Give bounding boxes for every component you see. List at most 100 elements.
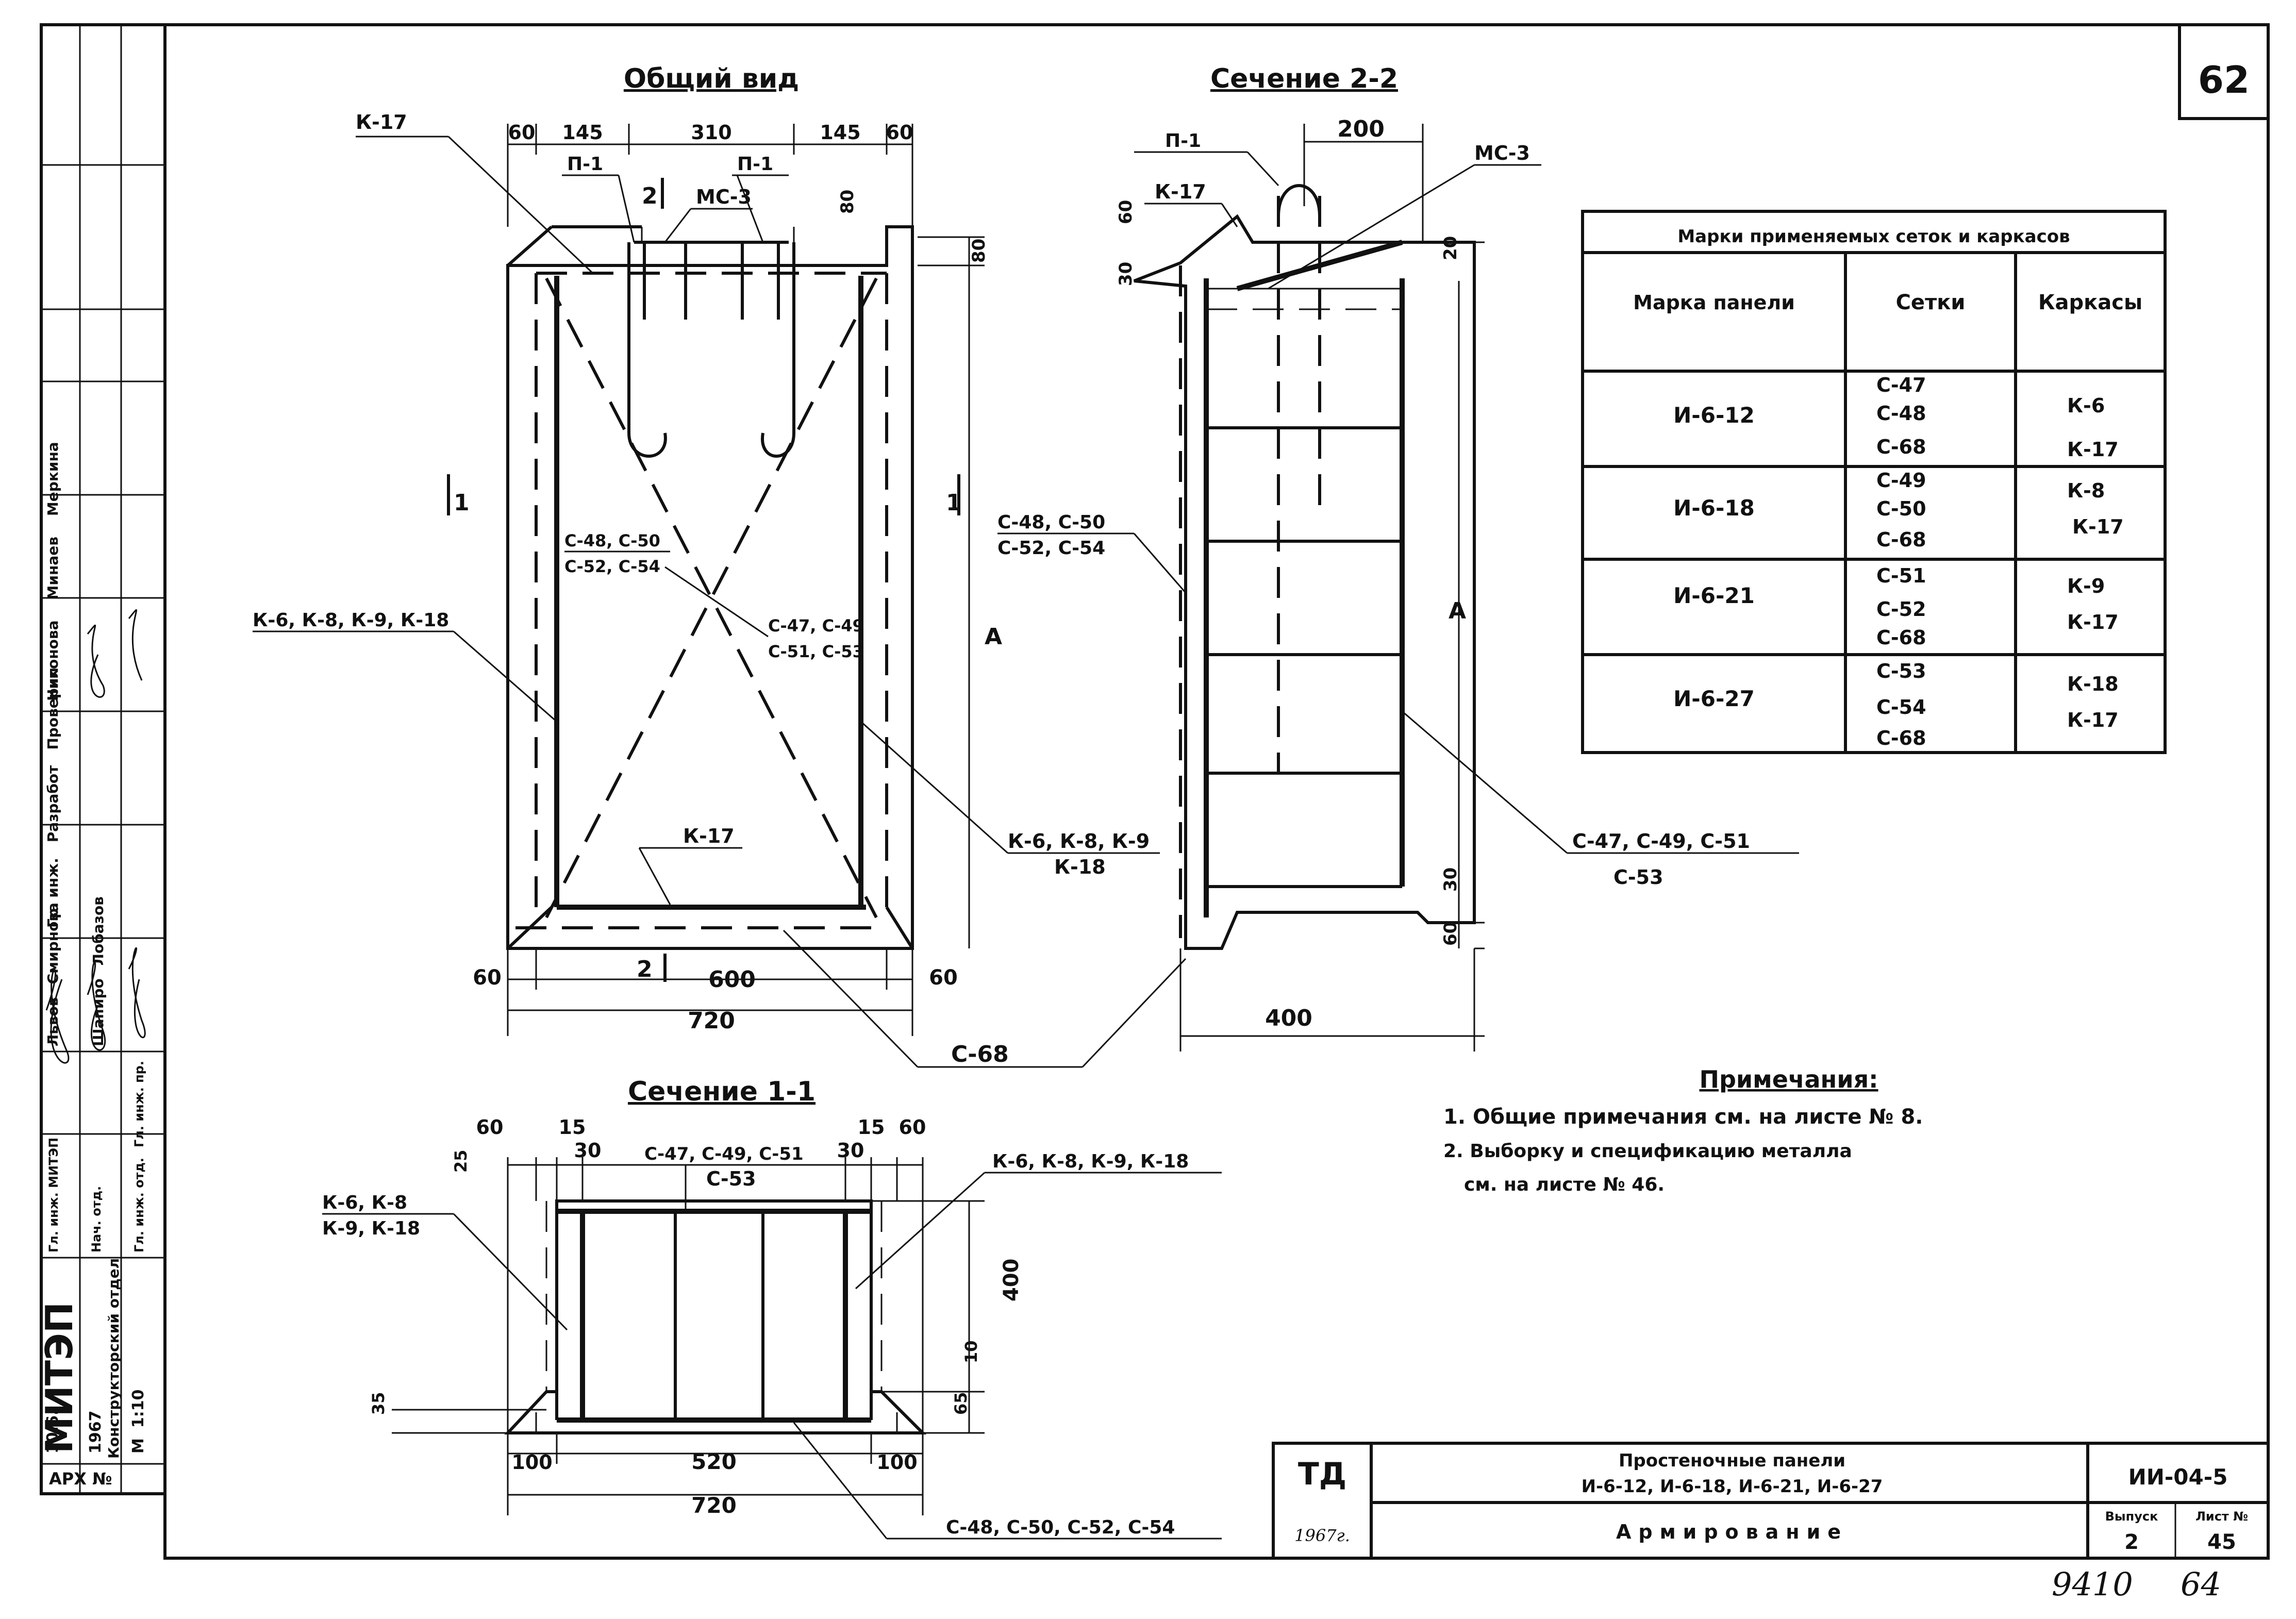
section-1-1-title: Сечение 1-1 — [628, 1076, 816, 1107]
signature — [128, 947, 146, 1039]
table-row-mesh: С-49 — [1876, 469, 1926, 492]
side-stamp: НиконоваМинаевМеркина Гр. инж.РазработПр… — [38, 23, 167, 1495]
label-frames-left: К-6, К-8, К-9, К-18 — [253, 610, 449, 631]
title-org: ТД — [1298, 1456, 1346, 1492]
table-row-frame: К-18 — [2067, 673, 2119, 695]
label-mesh-inner-1: С-48, С-50 — [564, 531, 660, 550]
handwritten-number-1: 9410 — [2052, 1565, 2133, 1603]
signature — [45, 969, 70, 1064]
label-mesh-right-2: С-53 — [1613, 866, 1663, 889]
table-row-mesh: С-51 — [1876, 564, 1926, 587]
section-2-2-title: Сечение 2-2 — [1210, 63, 1398, 94]
dim-s11-top-60b: 60 — [899, 1116, 926, 1139]
section-1-1: Сечение 1-1 60 15 30 30 15 60 25 35 С-47… — [322, 1076, 1222, 1540]
table-row-mesh: С-50 — [1876, 497, 1926, 520]
dim-bottom-60b: 60 — [929, 966, 958, 990]
table-row-frame: К-17 — [2072, 515, 2124, 538]
dim-s11-10: 10 — [961, 1340, 981, 1363]
dim-s11-top-15b: 15 — [858, 1116, 885, 1139]
table-row-mesh: С-52 — [1876, 598, 1926, 621]
stamp-roles: Гл. инж. МИТЭП — [46, 1138, 61, 1253]
dim-s11-top-15a: 15 — [559, 1116, 586, 1139]
dim-bottom-600: 600 — [708, 966, 756, 993]
label-frames-right-1: К-6, К-8, К-9 — [1008, 830, 1150, 853]
notes: Примечания: 1. Общие примечания см. на л… — [1443, 1065, 1923, 1195]
stamp-dept: Конструкторский отдел — [105, 1258, 122, 1459]
dim-s11-top-30b: 30 — [837, 1139, 864, 1162]
table-row-frame: К-17 — [2067, 611, 2119, 633]
dim-A: А — [985, 624, 1002, 650]
label-k17-bottom: К-17 — [683, 825, 735, 847]
label-s11-frames-left-1: К-6, К-8 — [322, 1192, 407, 1213]
dim-60b-s22: 60 — [1440, 922, 1461, 946]
dim-s11-top-60a: 60 — [476, 1116, 504, 1139]
marks-table: Марки применяемых сеток и каркасов Марка… — [1581, 210, 2167, 754]
title-issue-label: Выпуск — [2105, 1509, 2158, 1524]
dim-top-145b: 145 — [820, 121, 860, 144]
stamp-date-year: 1967 — [87, 1411, 105, 1454]
label-mc3: МС-3 — [696, 186, 752, 208]
stamp-date: 10.6. — [44, 1410, 62, 1454]
table-row-mesh: С-68 — [1876, 727, 1926, 749]
section-mark-2-bottom: 2 — [637, 956, 653, 982]
dim-s11-top-30a: 30 — [574, 1139, 602, 1162]
table-row-mark: И-6-18 — [1673, 495, 1755, 521]
title-line2: И-6-12, И-6-18, И-6-21, И-6-27 — [1582, 1476, 1883, 1497]
note-item-3: см. на листе № 46. — [1464, 1174, 1665, 1195]
table-row-frame: К-9 — [2067, 575, 2105, 597]
stamp-arch-no: АРХ № — [49, 1469, 112, 1489]
table-row-mesh: С-53 — [1876, 660, 1926, 682]
label-p1-right: П-1 — [737, 154, 773, 175]
dim-30b-s22: 30 — [1440, 867, 1461, 892]
dim-top-310: 310 — [691, 121, 731, 144]
sheet-number-box — [2178, 23, 2270, 120]
label-s11-frames-left-2: К-9, К-18 — [322, 1218, 420, 1239]
label-s11-mesh-top-1: С-47, С-49, С-51 — [644, 1144, 804, 1164]
title-sheet-label: Лист № — [2195, 1509, 2248, 1524]
note-item-1: 1. Общие примечания см. на листе № 8. — [1443, 1105, 1923, 1129]
label-k17-s22: К-17 — [1155, 180, 1206, 203]
table-row-mesh: С-47 — [1876, 374, 1926, 396]
sheet-number: 62 — [2198, 58, 2250, 102]
label-frames-right-2: К-18 — [1054, 856, 1106, 878]
dim-s11-bottom-100b: 100 — [876, 1451, 917, 1474]
table-row-mark: И-6-27 — [1673, 686, 1755, 711]
table-row-frame: К-8 — [2067, 479, 2105, 502]
dim-s11-25: 25 — [451, 1149, 471, 1173]
stamp-names-col3: НиконоваМинаевМеркина — [44, 442, 61, 701]
title-code: ИИ-04-5 — [2128, 1464, 2228, 1490]
label-c68: С-68 — [951, 1041, 1009, 1067]
dim-80b: 80 — [969, 239, 989, 263]
note-item-2: 2. Выборку и спецификацию металла — [1443, 1141, 1852, 1162]
label-mesh-left-1: С-48, С-50 — [997, 512, 1105, 533]
table-row-frame: К-17 — [2067, 438, 2119, 461]
section-1-1-outline — [504, 1199, 927, 1434]
stamp-org: МИТЭП — [38, 1302, 81, 1454]
table-header-mark: Марка панели — [1633, 291, 1795, 314]
dim-s11-65: 65 — [951, 1392, 971, 1415]
title-line1: Простеночные панели — [1619, 1450, 1845, 1471]
label-mesh-left-2: С-52, С-54 — [997, 538, 1105, 559]
dim-200: 200 — [1337, 116, 1385, 142]
dim-s11-total-720: 720 — [691, 1493, 737, 1518]
dim-s11-35: 35 — [369, 1392, 388, 1415]
title-year: 1967г. — [1294, 1526, 1350, 1545]
dim-s11-400: 400 — [1000, 1259, 1023, 1302]
table-header-frames: Каркасы — [2038, 291, 2142, 314]
table-row-frame: К-6 — [2067, 394, 2105, 417]
section-2-2-outline — [1133, 214, 1476, 950]
label-p1: П-1 — [1165, 130, 1201, 152]
dim-400-s22: 400 — [1265, 1005, 1312, 1031]
label-p1-left: П-1 — [567, 154, 603, 175]
title-block: ТД 1967г. Простеночные панели И-6-12, И-… — [1272, 1442, 2270, 1560]
table-title: Марки применяемых сеток и каркасов — [1677, 226, 2070, 247]
table-row-frame: К-17 — [2067, 709, 2119, 731]
title-issue: 2 — [2124, 1530, 2139, 1554]
table-header-meshes: Сетки — [1896, 291, 1966, 314]
sheet-frame — [163, 23, 2270, 1560]
dim-30-s22: 30 — [1116, 262, 1136, 286]
label-mesh-diag-2: С-51, С-53 — [768, 642, 864, 661]
label-s11-mesh-top-2: С-53 — [706, 1167, 756, 1190]
table-row-mesh: С-68 — [1876, 626, 1926, 649]
